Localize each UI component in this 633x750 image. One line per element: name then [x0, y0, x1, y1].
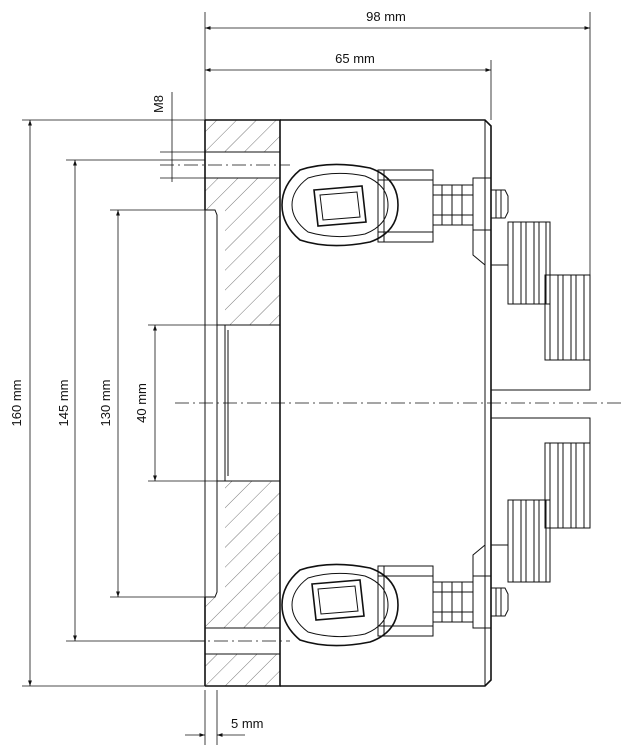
dimension-outer-diameter: 160 mm — [9, 119, 205, 687]
right-frame — [491, 264, 591, 546]
flange-section — [160, 119, 290, 687]
dimension-bolt-circle: 145 mm — [56, 159, 205, 642]
recess-diameter-label: 130 mm — [98, 380, 113, 427]
upper-clamp-head — [281, 163, 509, 266]
lower-spring-stack — [507, 442, 591, 583]
body-length-label: 65 mm — [335, 51, 375, 66]
dimension-body-length: 65 mm — [205, 51, 492, 120]
bolt-circle-label: 145 mm — [56, 380, 71, 427]
dimension-thread: M8 — [151, 92, 205, 182]
thread-label: M8 — [151, 95, 166, 113]
outer-diameter-label: 160 mm — [9, 380, 24, 427]
dimension-overall-length: 98 mm — [204, 9, 591, 280]
dimension-bore-diameter: 40 mm — [134, 324, 225, 482]
lower-clamp-head — [281, 544, 509, 647]
dimension-recess-diameter: 130 mm — [98, 209, 205, 598]
upper-spring-stack — [507, 221, 591, 361]
recess-depth-label: 5 mm — [231, 716, 264, 731]
bore-diameter-label: 40 mm — [134, 383, 149, 423]
dimension-recess-depth: 5 mm — [185, 690, 264, 745]
overall-length-label: 98 mm — [366, 9, 406, 24]
